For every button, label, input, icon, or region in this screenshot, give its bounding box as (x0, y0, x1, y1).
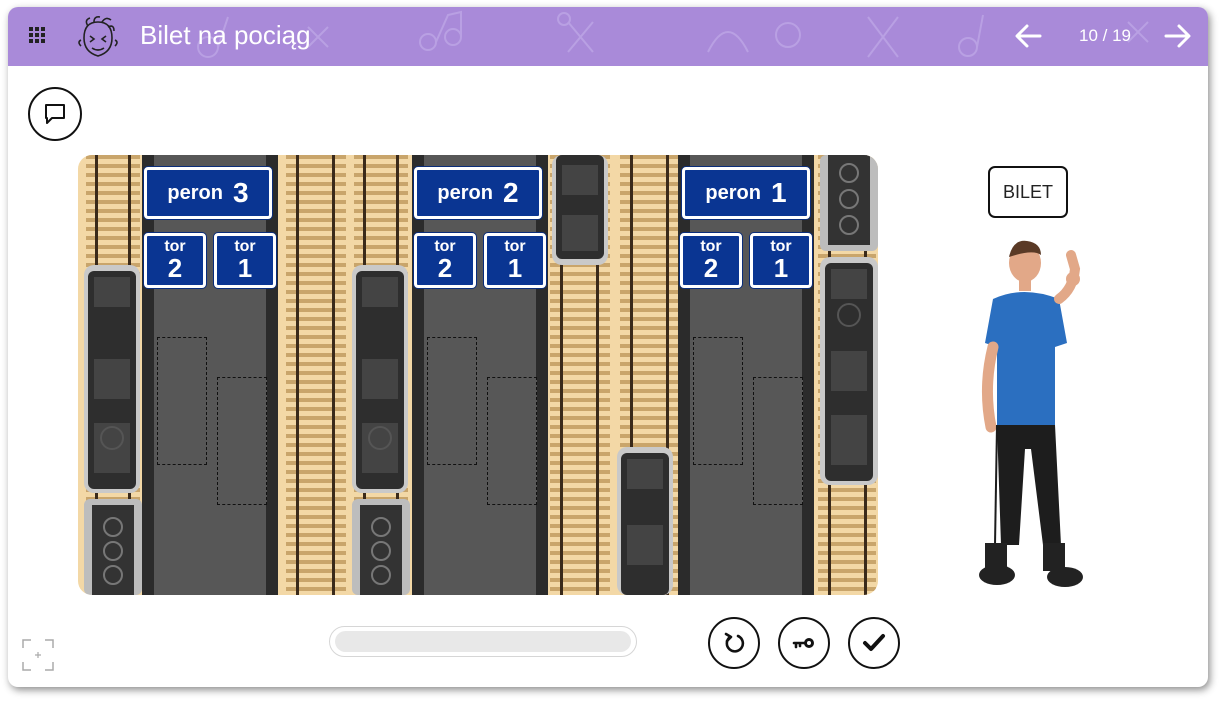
sign-tor: tor 2 (414, 233, 476, 288)
sign-tor: tor 2 (144, 233, 206, 288)
boy-illustration (979, 240, 1083, 587)
sign-tor-number: 1 (507, 253, 523, 283)
sign-tor-number: 1 (773, 253, 789, 283)
sign-tor-number: 2 (437, 253, 453, 283)
sign-peron-number: 1 (770, 177, 787, 208)
fullscreen-icon (22, 639, 54, 671)
sign-peron-number: 2 (502, 177, 519, 208)
sign-tor: tor 1 (750, 233, 812, 288)
sign-tor-number: 1 (237, 253, 253, 283)
header-bar: Bilet na pociąg 10 / 19 (8, 7, 1208, 66)
sign-tor: tor 1 (214, 233, 276, 288)
key-icon (792, 638, 814, 649)
arrow-right-icon (1164, 24, 1191, 48)
check-button[interactable] (848, 617, 900, 669)
sign-peron-3: peron 3 (144, 167, 272, 219)
fullscreen-button[interactable] (22, 639, 54, 671)
progress-bar (329, 626, 637, 657)
next-button[interactable] (1162, 21, 1194, 51)
comment-button[interactable] (28, 87, 82, 141)
sign-peron-word: peron (437, 181, 493, 204)
logo-icon (78, 16, 118, 57)
sign-tor-word: tor (164, 238, 186, 255)
platform-1 (678, 155, 814, 595)
train-draggable[interactable] (550, 155, 610, 267)
ticket-card[interactable]: BILET (988, 166, 1068, 218)
train-signal-car (820, 155, 878, 251)
header-pattern (197, 10, 1149, 58)
train-signal-car (84, 499, 142, 595)
comment-icon (45, 104, 65, 124)
reset-button[interactable] (708, 617, 760, 669)
train-draggable[interactable] (820, 255, 878, 487)
train-signal-car (352, 499, 410, 595)
menu-grid-button[interactable] (28, 26, 48, 46)
drop-slot[interactable] (693, 337, 743, 465)
sign-tor-word: tor (234, 238, 256, 255)
railway-scene: peron 3 tor 2 tor 1 peron 2 tor 2 tor 1 … (78, 155, 878, 595)
sign-peron-2: peron 2 (414, 167, 542, 219)
answer-key-button[interactable] (778, 617, 830, 669)
train-draggable[interactable] (615, 445, 675, 595)
page-counter: 10 / 19 (1079, 26, 1131, 45)
sign-peron-word: peron (167, 181, 223, 204)
exercise-card: Bilet na pociąg 10 / 19 (8, 7, 1208, 687)
sign-peron-1: peron 1 (682, 167, 810, 219)
platform-2 (412, 155, 548, 595)
train-draggable[interactable] (350, 263, 410, 495)
drop-slot[interactable] (427, 337, 477, 465)
sign-tor-word: tor (504, 238, 526, 255)
drop-slot[interactable] (217, 377, 267, 505)
sign-tor: tor 1 (484, 233, 546, 288)
sign-tor-word: tor (770, 238, 792, 255)
progress-bar-fill (335, 631, 631, 652)
previous-button[interactable] (1012, 21, 1044, 51)
sign-peron-number: 3 (232, 177, 249, 208)
page-title: Bilet na pociąg (140, 20, 311, 50)
sign-tor-word: tor (700, 238, 722, 255)
arrow-left-icon (1015, 24, 1042, 48)
sign-peron-word: peron (705, 181, 761, 204)
check-icon (863, 634, 885, 651)
drop-slot[interactable] (487, 377, 537, 505)
sign-tor: tor 2 (680, 233, 742, 288)
drop-slot[interactable] (753, 377, 803, 505)
platform-3 (142, 155, 278, 595)
sign-tor-number: 2 (167, 253, 183, 283)
reset-icon (724, 632, 745, 653)
train-draggable[interactable] (82, 263, 142, 495)
drop-slot[interactable] (157, 337, 207, 465)
sign-tor-word: tor (434, 238, 456, 255)
sign-tor-number: 2 (703, 253, 719, 283)
